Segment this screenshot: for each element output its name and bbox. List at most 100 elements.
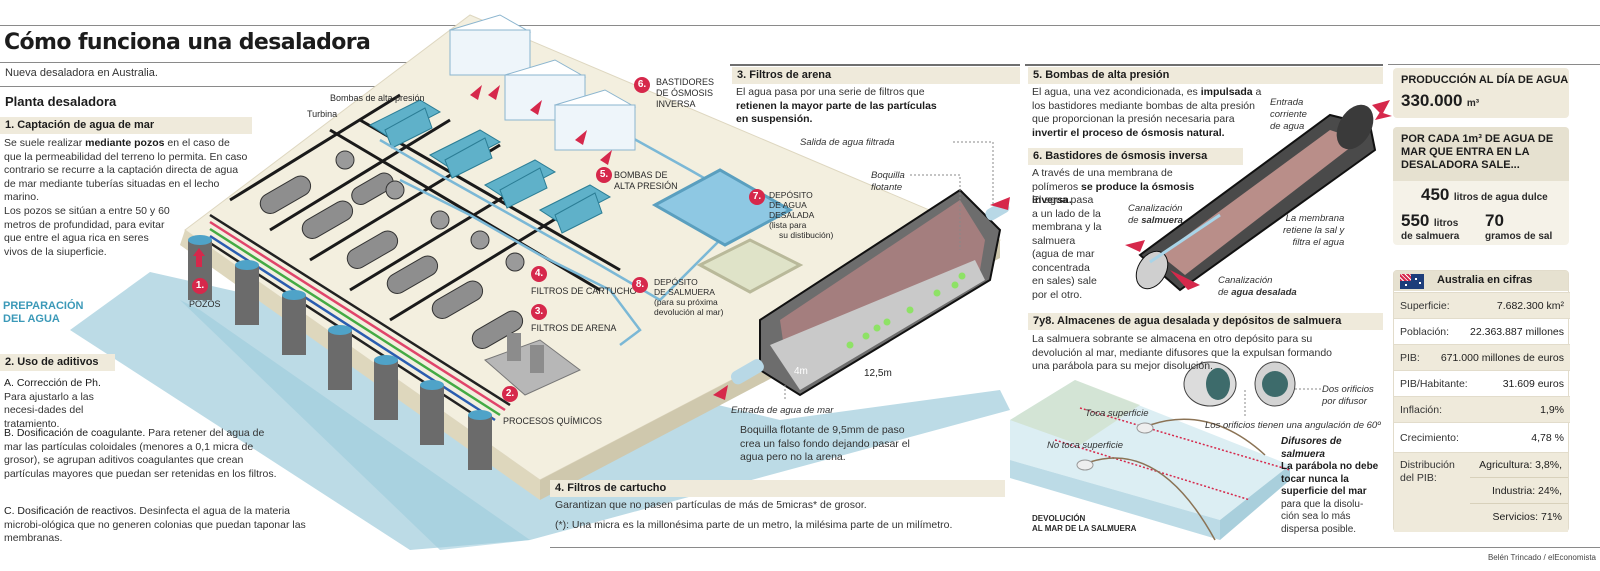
label-pozos: POZOS <box>189 299 221 309</box>
label-no-toca-superficie: No toca superficie <box>1047 440 1124 451</box>
flow-arrows <box>193 85 612 267</box>
label-procesos-quimicos: PROCESOS QUÍMICOS <box>503 416 603 426</box>
step4-footnote: (*): Una micra es la millonésima parte d… <box>555 519 953 531</box>
chem-tank-1 <box>507 333 521 361</box>
step6-text-1: A través de una membrana de polímeros se… <box>1032 167 1195 206</box>
cartridge-filters <box>335 150 525 272</box>
desalinated-tank <box>651 168 794 247</box>
dist-agricultura: Agricultura: 3,8%, <box>1479 459 1562 471</box>
step4-text: Garantizan que no pasen partículas de má… <box>555 499 867 511</box>
section-title: Planta desaladora <box>5 94 117 109</box>
dimension-length: 12,5m <box>864 368 892 379</box>
per-m3-header <box>1393 127 1569 181</box>
credit: Belén Trincado / elEconomista <box>1487 553 1596 562</box>
step6-text-2: El agua pasa a un lado de la membrana y … <box>1032 194 1102 301</box>
badge-4: 4. <box>531 266 547 282</box>
step2-b: B. Dosificación de coagulante. Para rete… <box>4 427 277 480</box>
bottom-rule <box>550 547 1600 548</box>
label-turbina: Turbina <box>307 109 338 119</box>
dist-industria: Industria: 24%, <box>1491 485 1562 497</box>
fresh-water-stat: 450 litros de agua dulce <box>1421 185 1548 204</box>
step3-title: 3. Filtros de arena <box>732 67 1020 84</box>
sand-filter-cutaway <box>713 141 1010 400</box>
step2-c: C. Dosificación de reactivos. Desinfecta… <box>4 505 306 544</box>
subtitle: Nueva desaladora en Australia. <box>5 67 158 79</box>
label-angulacion: Los orificios tienen una angulación de 6… <box>1205 420 1381 431</box>
top-rule <box>0 25 1600 26</box>
page-title: Cómo funciona una desaladora <box>4 30 371 55</box>
badge-5: 5. <box>596 167 612 183</box>
sea-shade <box>180 300 530 550</box>
australia-title: Australia en cifras <box>1437 274 1533 286</box>
pump-units <box>368 99 612 234</box>
step1-paragraph-2: Los pozos se sitúan a entre 50 y 60 metr… <box>4 205 170 258</box>
step4-title: 4. Filtros de cartucho <box>550 480 1005 497</box>
production-value: 330.000 m³ <box>1401 91 1480 110</box>
col5-rule <box>1388 64 1600 65</box>
dist-divider <box>1470 503 1568 504</box>
label-salida-agua: Salida de agua filtrada <box>800 137 895 148</box>
col4-rule <box>1025 64 1383 66</box>
per-m3-box: POR CADA 1m³ DE AGUA DE MAR QUE ENTRA EN… <box>1393 127 1569 245</box>
badge-3: 3. <box>531 304 547 320</box>
label-filtros-arena: FILTROS DE ARENA <box>531 323 617 333</box>
platform-side-left <box>180 230 540 500</box>
aus-row-pib-habitante: PIB/Habitante:31.609 euros <box>1394 370 1570 396</box>
aus-row-poblacion: Población:22.363.887 millones <box>1394 318 1570 344</box>
dist-servicios: Servicios: 71% <box>1492 511 1562 523</box>
step2-title: 2. Uso de aditivos <box>0 354 115 371</box>
step1-title: 1. Captación de agua de mar <box>0 117 252 134</box>
aus-row-pib: PIB:671.000 millones de euros <box>1394 344 1570 370</box>
dimension-diameter: 4m <box>794 366 808 377</box>
label-filtros-cartucho: FILTROS DE CARTUCHO <box>531 286 637 296</box>
aus-row-superficie: Superficie:7.682.300 km² <box>1394 292 1570 318</box>
label-entrada-agua-mar: Entrada de agua de mar <box>731 405 834 416</box>
dist-divider <box>1470 477 1568 478</box>
membrane-tube <box>1125 100 1392 292</box>
australia-flag-icon <box>1400 274 1424 289</box>
aus-row-inflacion: Inflación:1,9% <box>1394 396 1570 422</box>
per-m3-label: POR CADA 1m³ DE AGUA DE MAR QUE ENTRA EN… <box>1401 133 1554 171</box>
diffuser-section <box>1010 361 1322 541</box>
production-box: PRODUCCIÓN AL DÍA DE AGUA 330.000 m³ <box>1393 68 1569 118</box>
wells <box>188 235 492 470</box>
brine-tank <box>696 238 804 294</box>
step5-title: 5. Bombas de alta presión <box>1028 67 1383 84</box>
step5-text: El agua, una vez acondicionada, es impul… <box>1032 86 1262 139</box>
chem-tank-2 <box>530 345 544 373</box>
sand-filter-tanks <box>259 172 524 349</box>
step3-note: Boquilla flotante de 9,5mm de paso crea … <box>740 424 910 463</box>
badge-8: 8. <box>632 277 648 293</box>
badge-2: 2. <box>502 386 518 402</box>
badge-1: 1. <box>192 278 208 294</box>
label-toca-superficie: Toca superficie <box>1085 408 1149 419</box>
ro-racks <box>448 14 637 151</box>
step1-paragraph-1: Se suele realizar mediante pozos en el c… <box>4 137 248 203</box>
label-bombas-alta-presion: Bombas de alta presión <box>330 93 425 103</box>
step6-title: 6. Bastidores de ósmosis inversa <box>1028 148 1243 165</box>
subtitle-rule <box>0 86 445 87</box>
col3-rule <box>730 64 1020 66</box>
aus-row-crecimiento: Crecimiento:4,78 % <box>1394 422 1570 452</box>
australia-box: Australia en cifras Superficie:7.682.300… <box>1393 270 1570 532</box>
title-rule <box>0 62 445 63</box>
production-label: PRODUCCIÓN AL DÍA DE AGUA <box>1401 74 1569 86</box>
